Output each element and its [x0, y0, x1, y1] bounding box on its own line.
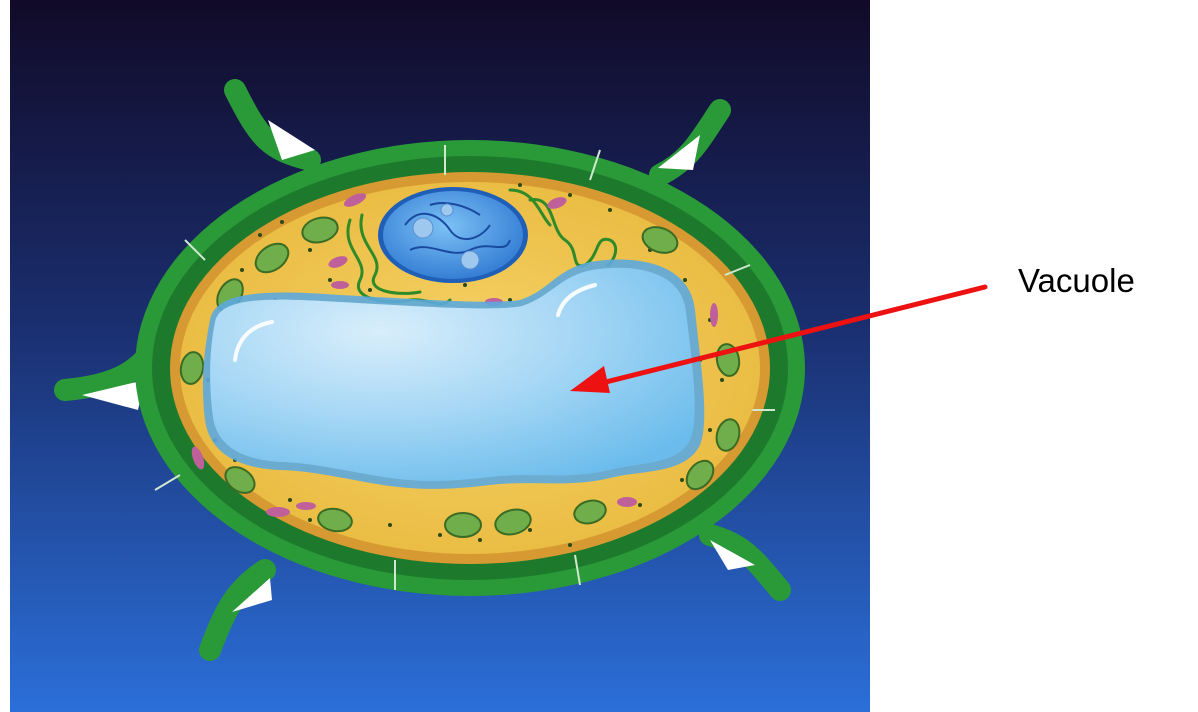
vacuole-label: Vacuole — [1018, 262, 1135, 300]
plant-cell-svg — [10, 0, 870, 712]
plant-cell-illustration — [10, 0, 870, 712]
nucleus — [378, 187, 528, 283]
